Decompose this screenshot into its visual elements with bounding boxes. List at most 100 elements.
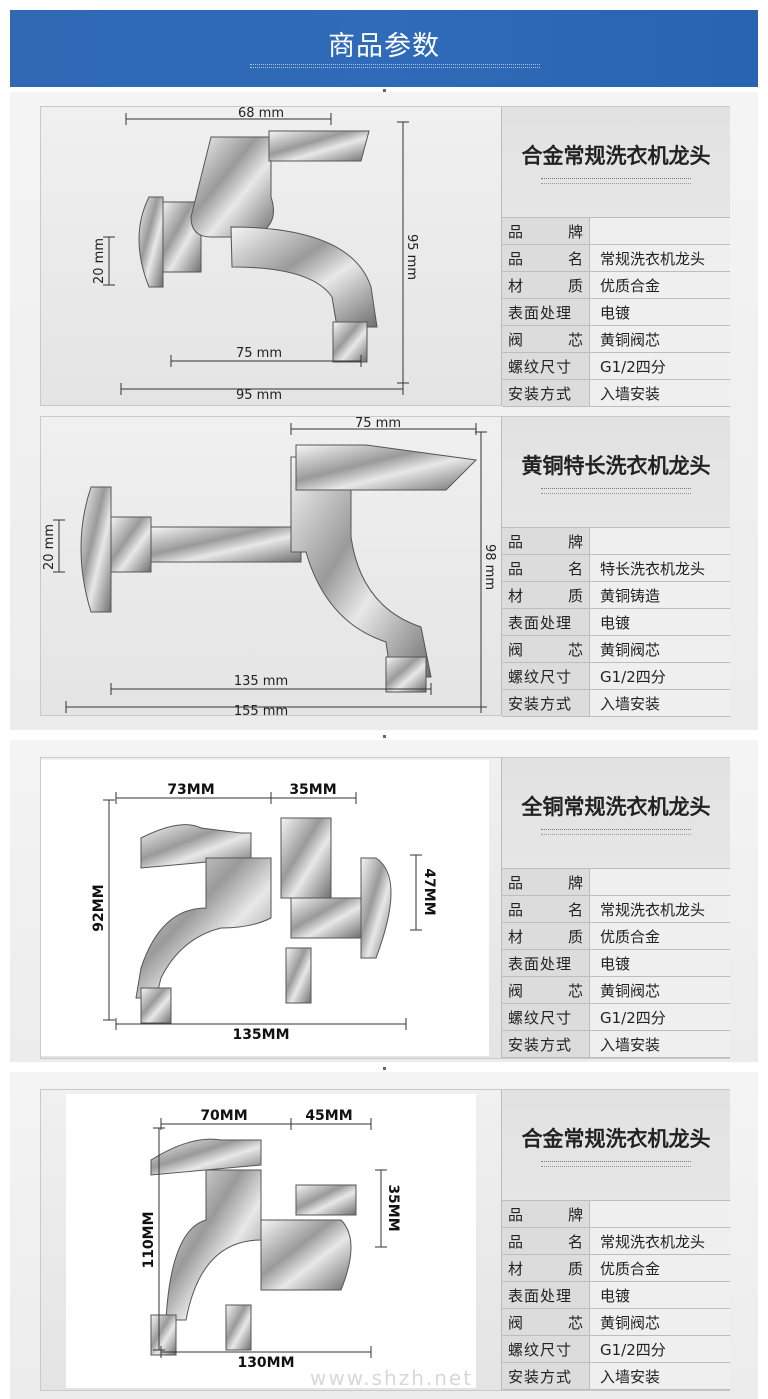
- spec-row: 阀芯黄铜阀芯: [502, 325, 730, 352]
- faucet-part: [295, 444, 478, 491]
- faucet-part: [150, 526, 302, 563]
- spec-label: 安装方式: [502, 380, 590, 406]
- spec-label-text: 表面处理: [508, 1286, 573, 1305]
- dimension-bottom: 155 mm: [65, 701, 482, 715]
- spec-label: 表面处理: [502, 1282, 590, 1308]
- spec-value: 电镀: [590, 1282, 730, 1308]
- spec-label: 阀芯: [502, 1309, 590, 1335]
- faucet-part: [385, 656, 427, 693]
- dimension-right: 95 mm: [397, 121, 419, 384]
- product-title: 合金常规洗衣机龙头: [521, 1127, 711, 1151]
- spec-row: 材质黄铜铸造: [502, 581, 730, 608]
- spec-table: 合金常规洗衣机龙头品牌品名常规洗衣机龙头材质优质合金表面处理电镀阀芯黄铜阀芯螺纹…: [501, 107, 730, 407]
- divider-mark: [383, 1067, 386, 1070]
- dimension-label: 35MM: [289, 782, 336, 798]
- dimension-label: 68 mm: [238, 107, 284, 121]
- faucet-part: [138, 196, 164, 288]
- spec-label: 阀芯: [502, 326, 590, 352]
- faucet-part: [280, 817, 332, 899]
- spec-label: 材质: [502, 1255, 590, 1281]
- dimension-left: 92MM: [91, 799, 115, 1021]
- spec-row: 安装方式入墙安装: [502, 1030, 730, 1058]
- spec-row: 品牌: [502, 527, 730, 554]
- spec-value: 黄铜阀芯: [590, 326, 730, 352]
- faucet-part: [268, 130, 370, 162]
- spec-label-char: 阀: [508, 981, 524, 1000]
- spec-table: 黄铜特长洗衣机龙头品牌品名特长洗衣机龙头材质黄铜铸造表面处理电镀阀芯黄铜阀芯螺纹…: [501, 417, 730, 717]
- dimension-label: 135 mm: [234, 674, 288, 689]
- spec-label: 阀芯: [502, 977, 590, 1003]
- product-title: 全铜常规洗衣机龙头: [521, 795, 711, 819]
- spec-label: 安装方式: [502, 690, 590, 716]
- faucet-part: [332, 321, 368, 363]
- spec-label-text: 表面处理: [508, 303, 573, 322]
- spec-label-text: 螺纹尺寸: [508, 357, 573, 376]
- spec-label-char: 芯: [567, 640, 583, 659]
- divider-mark: [383, 89, 386, 92]
- spec-label: 螺纹尺寸: [502, 663, 590, 689]
- header-decoration: [250, 64, 540, 68]
- faucet-part: [190, 136, 274, 238]
- spec-row: 品名常规洗衣机龙头: [502, 1227, 730, 1254]
- spec-row: 品名特长洗衣机龙头: [502, 554, 730, 581]
- spec-label-text: 安装方式: [508, 384, 573, 403]
- spec-label: 材质: [502, 582, 590, 608]
- spec-row: 品名常规洗衣机龙头: [502, 244, 730, 271]
- dimension-label: 110MM: [141, 1211, 157, 1268]
- faucet-part: [165, 1169, 262, 1321]
- spec-label-char: 质: [567, 1259, 583, 1278]
- product-title: 合金常规洗衣机龙头: [521, 144, 711, 168]
- spec-value: G1/2四分: [590, 1336, 730, 1362]
- spec-row: 表面处理电镀: [502, 608, 730, 635]
- faucet-part: [150, 1314, 177, 1356]
- spec-row: 安装方式入墙安装: [502, 379, 730, 407]
- faucet-part: [140, 824, 252, 869]
- spec-label-char: 品: [508, 559, 524, 578]
- spec-table: 全铜常规洗衣机龙头品牌品名常规洗衣机龙头材质优质合金表面处理电镀阀芯黄铜阀芯螺纹…: [501, 758, 730, 1058]
- spec-row: 安装方式入墙安装: [502, 689, 730, 717]
- spec-value: 黄铜阀芯: [590, 636, 730, 662]
- spec-row: 材质优质合金: [502, 1254, 730, 1281]
- divider-mark: [383, 735, 386, 738]
- spec-value: 优质合金: [590, 272, 730, 298]
- dimension-bottom: 130MM: [160, 1346, 372, 1371]
- spec-label-char: 阀: [508, 330, 524, 349]
- spec-value: 常规洗衣机龙头: [590, 1228, 730, 1254]
- dimension-bottom: 135MM: [115, 1018, 407, 1043]
- spec-label-char: 牌: [567, 1205, 583, 1224]
- spec-label-text: 表面处理: [508, 954, 573, 973]
- spec-table: 合金常规洗衣机龙头品牌品名常规洗衣机龙头材质优质合金表面处理电镀阀芯黄铜阀芯螺纹…: [501, 1090, 730, 1390]
- spec-value: 优质合金: [590, 1255, 730, 1281]
- dimension-left: 110MM: [141, 1127, 165, 1351]
- spec-label-char: 品: [508, 873, 524, 892]
- dimension-label: 95 mm: [404, 234, 419, 280]
- spec-label-char: 名: [567, 900, 583, 919]
- spec-row: 品牌: [502, 217, 730, 244]
- title-decoration: [541, 1161, 691, 1167]
- faucet-part: [260, 1219, 352, 1291]
- spec-label-char: 名: [567, 559, 583, 578]
- spec-label-text: 表面处理: [508, 613, 573, 632]
- spec-label-char: 材: [508, 1259, 524, 1278]
- dimension-left: 20 mm: [42, 519, 65, 573]
- spec-row: 表面处理电镀: [502, 949, 730, 976]
- spec-label: 表面处理: [502, 950, 590, 976]
- spec-label: 螺纹尺寸: [502, 1004, 590, 1030]
- dimension-label: 92MM: [91, 884, 107, 931]
- faucet-part: [230, 226, 378, 328]
- title-decoration: [541, 488, 691, 494]
- spec-row: 品牌: [502, 868, 730, 895]
- spec-value: 入墙安装: [590, 1363, 730, 1389]
- spec-row: 阀芯黄铜阀芯: [502, 1308, 730, 1335]
- spec-label-text: 安装方式: [508, 694, 573, 713]
- dimension-label: 75 mm: [236, 346, 282, 361]
- dimension-top: 75 mm: [290, 417, 477, 435]
- spec-value: 常规洗衣机龙头: [590, 896, 730, 922]
- spec-label-char: 品: [508, 900, 524, 919]
- spec-label-text: 螺纹尺寸: [508, 1008, 573, 1027]
